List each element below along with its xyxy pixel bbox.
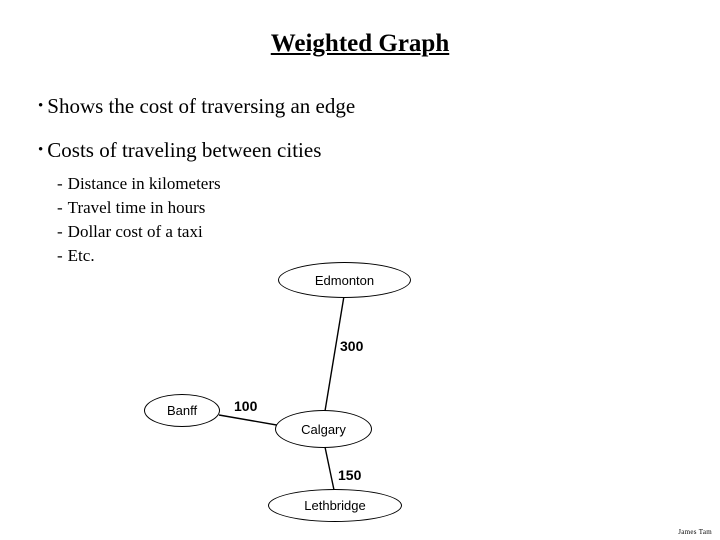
sub-bullet-item-4-label: Etc. [67,246,95,265]
dash-marker-icon: - [57,198,63,217]
page-title: Weighted Graph [270,30,450,57]
edge-weight-edmonton-calgary: 300 [340,338,364,354]
dash-marker-icon: - [57,174,63,193]
sub-bullet-item-2: -Travel time in hours [57,198,205,218]
graph-node-banff-label: Banff [166,403,198,418]
graph-node-banff[interactable]: Banff [144,394,220,427]
bullet-item-2: •Costs of traveling between cities [38,138,321,163]
sub-bullet-item-3: -Dollar cost of a taxi [57,222,203,242]
edge-weight-banff-calgary: 100 [234,398,258,414]
footer-credit: James Tam [678,528,712,536]
graph-node-edmonton[interactable]: Edmonton [278,262,411,298]
sub-bullet-item-4: -Etc. [57,246,95,266]
graph-node-lethbridge[interactable]: Lethbridge [268,489,402,522]
bullet-marker-icon: • [38,142,44,158]
bullet-item-1: •Shows the cost of traversing an edge [38,94,355,119]
sub-bullet-item-2-label: Travel time in hours [67,198,206,217]
bullet-marker-icon: • [38,98,44,114]
sub-bullet-item-1: -Distance in kilometers [57,174,221,194]
graph-node-edmonton-label: Edmonton [314,272,375,288]
sub-bullet-item-3-label: Dollar cost of a taxi [67,222,203,241]
graph-node-calgary[interactable]: Calgary [275,410,372,448]
sub-bullet-item-1-label: Distance in kilometers [67,174,221,193]
dash-marker-icon: - [57,222,63,241]
graph-node-lethbridge-label: Lethbridge [304,498,366,513]
graph-node-calgary-label: Calgary [301,421,346,437]
bullet-item-2-label: Costs of traveling between cities [47,138,322,162]
dash-marker-icon: - [57,246,63,265]
bullet-item-1-label: Shows the cost of traversing an edge [47,94,356,118]
edge-weight-calgary-lethbridge: 150 [338,467,362,483]
